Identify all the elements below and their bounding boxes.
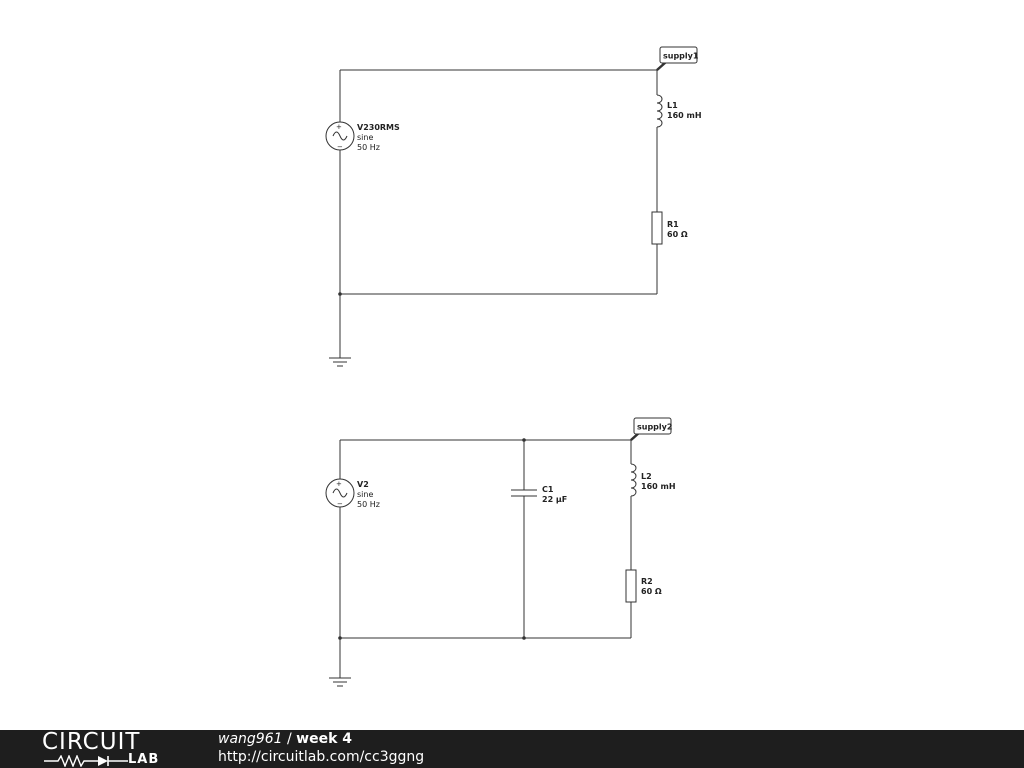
- svg-text:−: −: [337, 143, 343, 151]
- resistor-name-label: R1: [667, 220, 679, 229]
- project-name[interactable]: week 4: [296, 731, 352, 747]
- inductor-value-label: 160 mH: [641, 482, 676, 491]
- net-label-supply1[interactable]: supply1: [656, 46, 699, 71]
- resistor-r2[interactable]: [625, 569, 637, 603]
- schematic-title: wang961 / week 4: [218, 731, 352, 748]
- inductor-l2[interactable]: [630, 463, 637, 497]
- author-name[interactable]: wang961: [218, 731, 283, 747]
- inductor-l1[interactable]: [656, 94, 663, 128]
- circuit-1: + − V230RMS sine 50 Hz L1 160 mH R1 60 Ω…: [325, 46, 702, 367]
- resistor-r1[interactable]: [651, 211, 663, 245]
- ac-source-v2[interactable]: + −: [325, 478, 355, 508]
- logo-text-circuit: CIRCUIT: [42, 729, 141, 755]
- source-type-label: sine: [357, 133, 373, 142]
- junction-node: [522, 438, 526, 442]
- inductor-name-label: L2: [641, 472, 652, 481]
- inductor-value-label: 160 mH: [667, 111, 702, 120]
- junction-node: [338, 636, 342, 640]
- capacitor-c1[interactable]: [511, 489, 537, 497]
- svg-text:+: +: [336, 123, 342, 131]
- junction-node: [522, 636, 526, 640]
- resistor-value-label: 60 Ω: [667, 230, 688, 239]
- sine-wave-icon: [332, 488, 348, 498]
- schematic-canvas: + − V230RMS sine 50 Hz L1 160 mH R1 60 Ω…: [325, 46, 702, 687]
- svg-text:−: −: [337, 500, 343, 508]
- resistor-name-label: R2: [641, 577, 653, 586]
- source-type-label: sine: [357, 490, 373, 499]
- capacitor-value-label: 22 µF: [542, 495, 567, 504]
- schematic-url[interactable]: http://circuitlab.com/cc3ggng: [218, 749, 425, 765]
- source-freq-label: 50 Hz: [357, 500, 380, 509]
- title-separator: /: [282, 731, 297, 747]
- inductor-name-label: L1: [667, 101, 678, 110]
- capacitor-name-label: C1: [542, 485, 554, 494]
- circuit-2: + − V2 sine 50 Hz C1 22 µF L2 160 mH R2 …: [325, 417, 676, 687]
- svg-text:supply1: supply1: [663, 52, 699, 61]
- sine-wave-icon: [332, 131, 348, 141]
- ground-symbol: [329, 357, 351, 367]
- source-freq-label: 50 Hz: [357, 143, 380, 152]
- ground-symbol: [329, 677, 351, 687]
- resistor-diode-icon: [44, 755, 128, 767]
- svg-text:supply2: supply2: [637, 423, 672, 432]
- junction-node: [338, 292, 342, 296]
- svg-text:+: +: [336, 480, 342, 488]
- source-name-label: V230RMS: [357, 123, 400, 132]
- footer-bar: CIRCUIT LAB wang961 / week 4 http://circ…: [0, 730, 1024, 768]
- source-name-label: V2: [357, 480, 369, 489]
- logo-text-lab: LAB: [128, 752, 160, 767]
- net-label-supply2[interactable]: supply2: [630, 417, 672, 441]
- resistor-value-label: 60 Ω: [641, 587, 662, 596]
- circuitlab-logo[interactable]: CIRCUIT LAB: [42, 731, 178, 767]
- ac-source-v230rms[interactable]: + −: [325, 121, 355, 151]
